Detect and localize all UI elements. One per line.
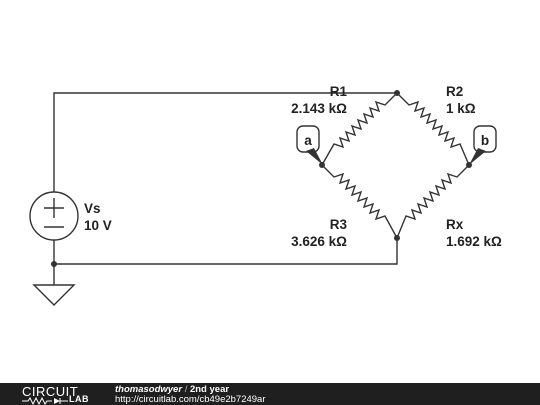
project-link[interactable]: 2nd year — [189, 384, 230, 395]
voltage-source-symbol — [29, 191, 79, 241]
wire-bottom — [53, 238, 398, 265]
logo-word-lab: LAB — [69, 394, 89, 404]
probe-a-stem — [306, 148, 323, 165]
source-name: Vs — [84, 201, 101, 216]
node-right — [466, 162, 472, 168]
node-ground — [51, 261, 57, 267]
ground-symbol — [32, 284, 76, 306]
resistor-rx-symbol — [396, 164, 470, 239]
resistor-r2-value: 1 kΩ — [446, 101, 476, 116]
probe-b-stem — [469, 148, 486, 165]
footer-bar: CIRCUIT LAB thomasodwyer / 2nd year http… — [0, 383, 540, 405]
resistor-rx-name: Rx — [446, 217, 464, 232]
author-link[interactable]: thomasodwyer — [115, 384, 183, 395]
footer-meta: thomasodwyer / 2nd year http://circuitla… — [115, 385, 266, 405]
breadcrumb-separator: / — [184, 384, 188, 395]
circuit-url-link[interactable]: http://circuitlab.com/cb49e2b7249ar — [115, 394, 266, 405]
resistor-r1-symbol — [321, 92, 398, 166]
resistor-rx-value: 1.692 kΩ — [446, 234, 502, 249]
source-value: 10 V — [84, 218, 112, 233]
resistor-r2-name: R2 — [446, 84, 463, 99]
logo-resistor-icon — [22, 397, 68, 405]
resistor-r3-value: 3.626 kΩ — [291, 234, 347, 249]
wire-top — [53, 92, 397, 192]
node-bottom — [394, 235, 400, 241]
resistor-r3-symbol — [321, 164, 398, 239]
node-left — [319, 162, 325, 168]
probe-a-label: a — [304, 133, 312, 148]
circuitlab-logo: CIRCUIT LAB — [22, 384, 100, 405]
probe-b-box — [473, 125, 497, 153]
node-top — [394, 90, 400, 96]
resistor-r2-symbol — [396, 92, 470, 166]
circuit-schematic: a b R1 2.143 kΩ R2 1 kΩ R3 3.626 kΩ Rx 1… — [29, 84, 502, 306]
resistor-r1-name: R1 — [330, 84, 348, 99]
logo-word-circuit: CIRCUIT — [22, 384, 79, 399]
resistor-r3-name: R3 — [330, 217, 348, 232]
resistor-r1-value: 2.143 kΩ — [291, 101, 347, 116]
probe-b-label: b — [481, 133, 489, 148]
